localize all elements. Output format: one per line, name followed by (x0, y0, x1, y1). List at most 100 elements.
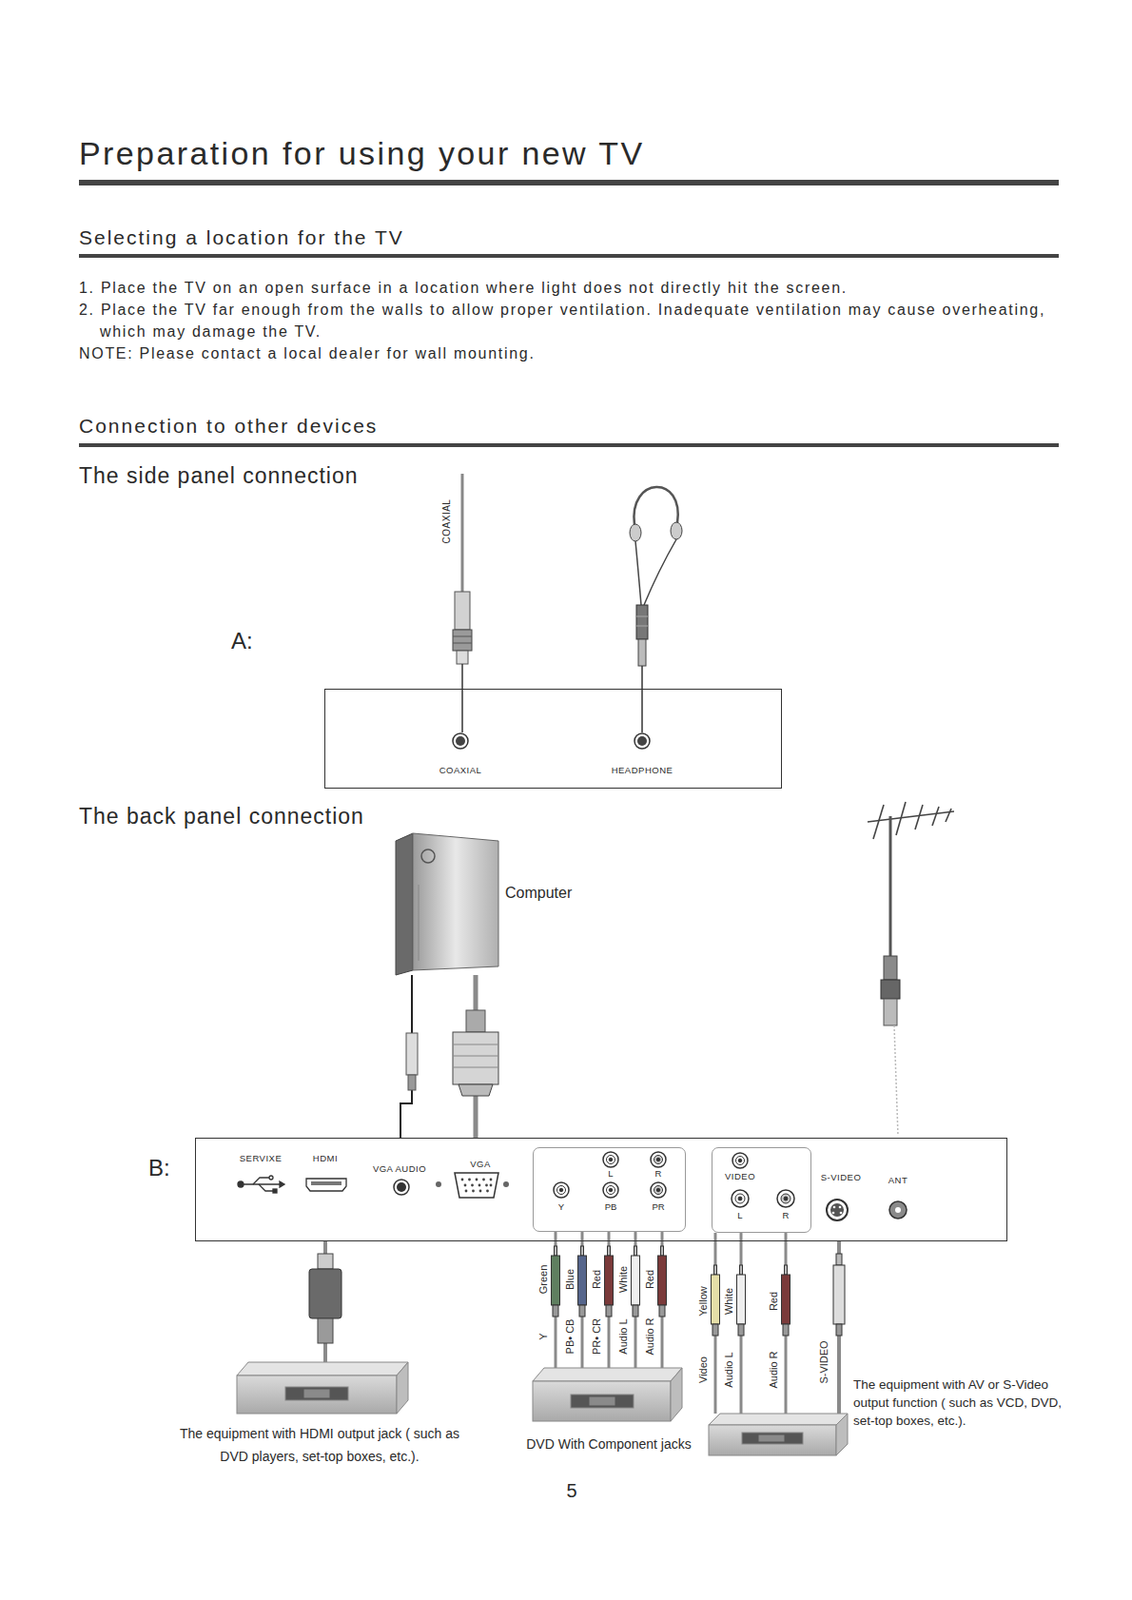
jack-label: R (655, 1169, 663, 1180)
jack-label: COAXIAL (439, 765, 483, 777)
jack-label: Y (558, 1202, 565, 1213)
device-illustration (708, 1413, 848, 1425)
rca-plug (554, 1246, 558, 1256)
rca-jack (606, 1186, 616, 1195)
computer-illustration (412, 833, 499, 971)
coaxial-cable (452, 473, 472, 733)
vga-port (465, 1190, 469, 1193)
signal-label: Audio R (767, 1350, 781, 1388)
rca-plug (578, 1255, 587, 1306)
antenna-illustration (915, 804, 923, 830)
computer-illustration (395, 833, 413, 976)
antenna-illustration (896, 801, 906, 836)
rca-plug (632, 1305, 639, 1317)
vga-port (471, 1190, 475, 1193)
cable-color-label: Red (767, 1291, 781, 1311)
rca-jack (738, 1196, 742, 1201)
component-dvd-device: DVD With Component jacks (532, 1367, 683, 1422)
hdmi-device: The equipment with HDMI output jack ( su… (236, 1362, 409, 1414)
heading-rule (78, 179, 1059, 186)
vga-plug (452, 1067, 499, 1069)
coaxial-cable (452, 643, 472, 645)
s-video-jack (833, 1206, 837, 1210)
rca-plug (551, 1255, 561, 1306)
rca-jack (603, 1151, 619, 1168)
device-caption: The equipment with AV or S-Video output … (853, 1375, 1068, 1430)
headphone-illustration (633, 487, 678, 526)
headphone-illustration (629, 524, 642, 542)
hdmi-plug (317, 1253, 333, 1269)
signal-label: Video (697, 1356, 710, 1384)
device-illustration (741, 1432, 803, 1445)
headphone-illustration (641, 665, 644, 733)
signal-label: PR• CR (590, 1318, 604, 1355)
rca-plug (607, 1246, 611, 1256)
s-video-jack (830, 1203, 844, 1217)
device-illustration (532, 1381, 671, 1422)
rca-jack (553, 1151, 795, 1208)
rca-plug (579, 1305, 586, 1317)
vga-plug (452, 1055, 499, 1057)
vga-port (468, 1178, 471, 1182)
rca-plug (712, 1324, 719, 1336)
jack-label: PB (605, 1202, 618, 1213)
rca-plug (659, 1305, 665, 1317)
s-video-plug (833, 1265, 845, 1325)
cable-color-label: White (617, 1266, 630, 1293)
computer: Computer (395, 832, 499, 976)
port-label: ANT (888, 1175, 909, 1187)
coaxial-cable (461, 473, 465, 592)
jack-symbol (503, 1181, 509, 1188)
component-jack-group: LRYPBPR (532, 1147, 686, 1232)
rca-plug (737, 1274, 746, 1325)
antenna-connector (883, 998, 898, 1026)
coaxial-cable (461, 663, 464, 733)
antenna-jack (889, 1201, 907, 1219)
vga-port (461, 1178, 465, 1182)
vga-port (478, 1184, 482, 1188)
device-illustration (236, 1375, 397, 1414)
subsection-heading: The side panel connection (78, 463, 359, 488)
vga-plug (458, 1084, 493, 1096)
rca-plug (552, 1305, 559, 1317)
page-number: 5 (566, 1480, 577, 1503)
coaxial-cable (456, 650, 469, 664)
vga-port (470, 1184, 474, 1188)
rca-plug (740, 1265, 743, 1275)
headphone-illustration (629, 487, 683, 733)
antenna-illustration (867, 801, 955, 957)
back-panel: SERVIXEHDMIVGA AUDIOVGAS-VIDEOANTLRYPBPR… (195, 1137, 1008, 1242)
rca-plug (714, 1265, 718, 1275)
antenna-illustration (873, 804, 884, 840)
rca-jack (732, 1152, 748, 1169)
rca-jack (783, 1196, 788, 1201)
usb-symbol (243, 1183, 280, 1185)
headphone-illustration (638, 639, 646, 666)
rca-plug (581, 1246, 585, 1256)
vga-port (464, 1184, 468, 1188)
device-label: Computer (505, 884, 572, 902)
usb-symbol (237, 1181, 244, 1188)
rca-plug (551, 1246, 791, 1336)
rca-jack (553, 1182, 569, 1198)
antenna-illustration (932, 806, 939, 826)
heading-rule (78, 443, 1059, 448)
rca-jack (735, 1193, 745, 1204)
jack-label: L (737, 1210, 742, 1222)
rca-jack (738, 1158, 742, 1163)
hdmi-plug (309, 1253, 342, 1344)
page-title: Preparation for using your new TV (78, 135, 645, 173)
note-text: NOTE: Please contact a local dealer for … (78, 342, 536, 365)
computer-illustration (421, 849, 435, 863)
port-label: VGA (469, 1159, 491, 1171)
computer-illustration (395, 833, 499, 976)
hdmi-port (306, 1178, 347, 1191)
vga-plug (452, 1010, 499, 1096)
jack-label: PR (651, 1202, 664, 1213)
headphone-illustration (644, 539, 677, 606)
hdmi-port (306, 1178, 347, 1191)
device-illustration (236, 1362, 848, 1456)
antenna-connector (883, 956, 898, 980)
antenna-connector (880, 979, 900, 999)
jack-symbol (452, 733, 469, 749)
